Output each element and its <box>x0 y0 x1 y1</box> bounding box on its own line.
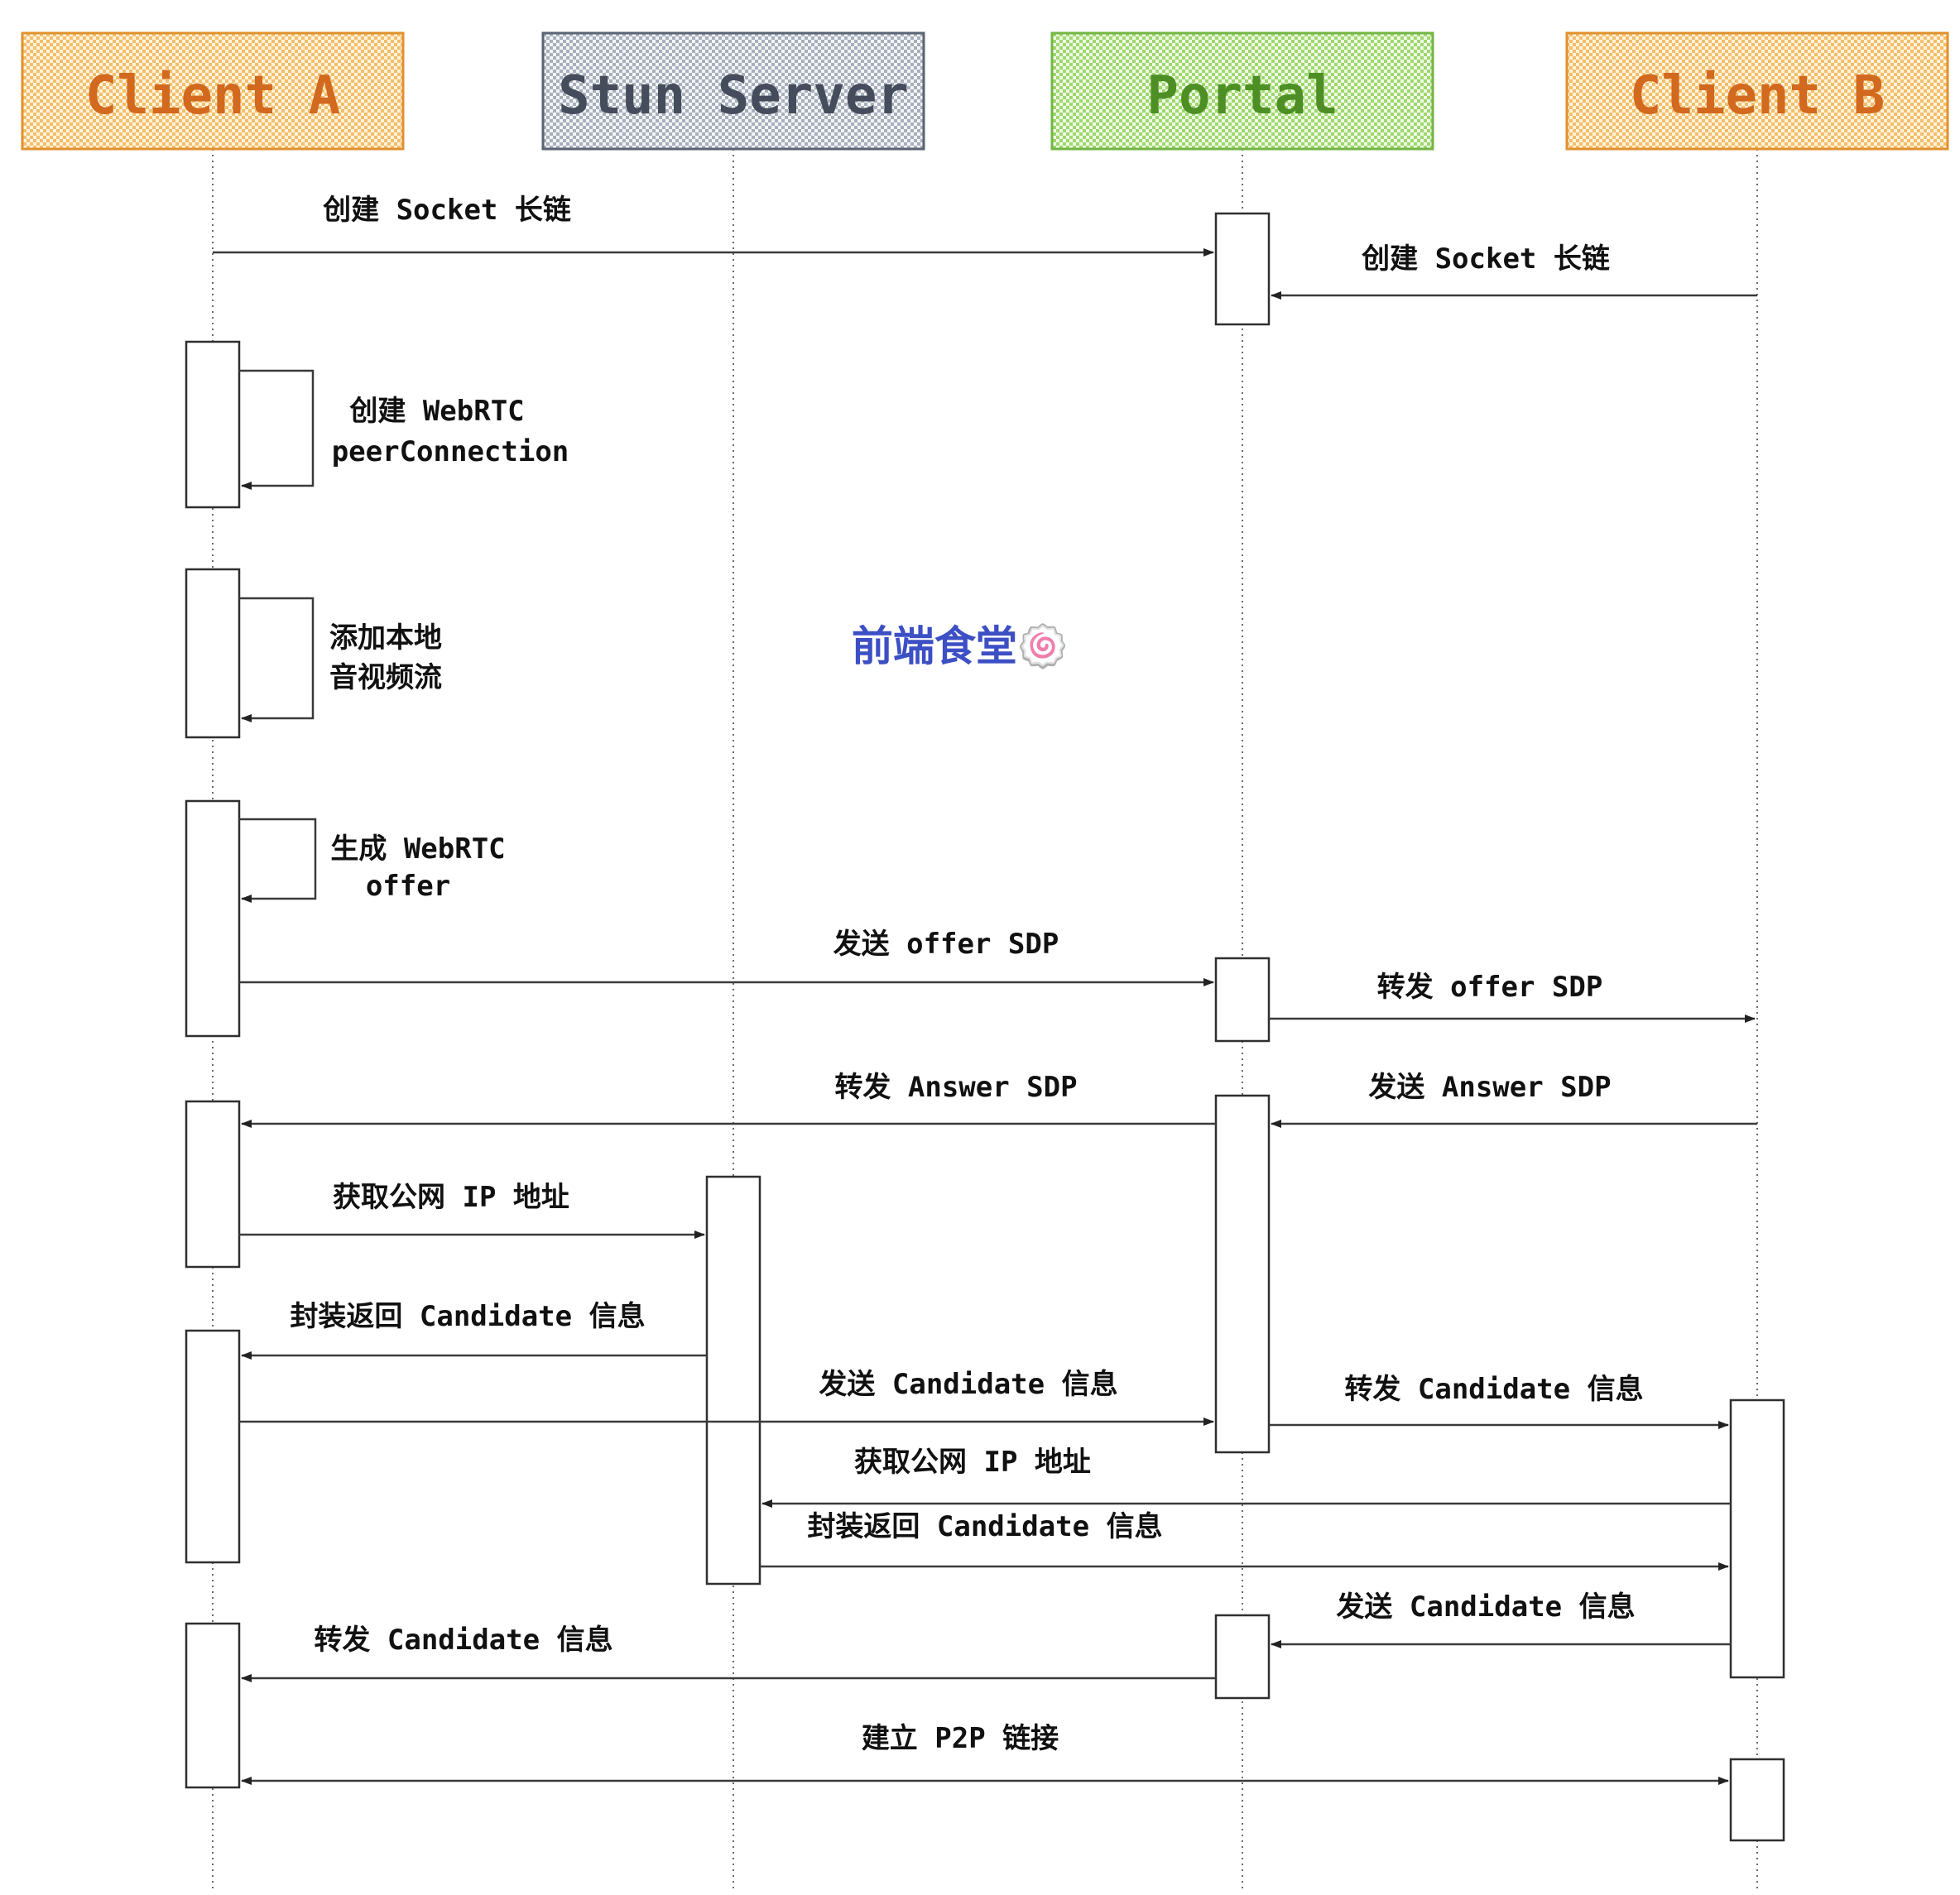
participant-box-client-a <box>21 31 405 151</box>
message-label-5: 转发 Answer SDP <box>834 1071 1077 1104</box>
participant-box-stun-server <box>541 31 925 151</box>
participant-label-client-a: Client A <box>85 65 340 127</box>
message-label-9: 发送 Candidate 信息 <box>819 1368 1117 1401</box>
message-label-13: 发送 Candidate 信息 <box>1336 1590 1635 1624</box>
message-label-7: 获取公网 IP 地址 <box>333 1181 569 1214</box>
self-message-arrow-add-local-stream <box>239 597 315 722</box>
activation-stun-server <box>705 1175 761 1586</box>
self-message-label-1-line2: peerConnection <box>332 435 569 468</box>
self-message-arrow-create-peerconnection <box>239 369 315 490</box>
message-label-15: 建立 P2P 链接 <box>862 1722 1059 1755</box>
self-message-label-3-line1: 生成 WebRTC <box>330 832 505 866</box>
participant-box-portal <box>1050 31 1434 151</box>
activation-client-b-1 <box>1729 1398 1785 1679</box>
activation-client-a-3 <box>185 799 241 1038</box>
self-messages: 创建 WebRTC peerConnection 添加本地 音视频流 生成 We… <box>239 369 569 903</box>
message-label-14: 转发 Candidate 信息 <box>314 1624 612 1657</box>
message-label-10: 转发 Candidate 信息 <box>1344 1373 1643 1406</box>
participants: Client A Stun Server Portal Client B <box>21 31 1949 151</box>
self-message-label-3-line2: offer <box>366 870 450 903</box>
activation-portal-2 <box>1214 957 1271 1043</box>
activation-client-a-4 <box>185 1100 241 1269</box>
activation-portal-4 <box>1214 1614 1271 1700</box>
participant-label-portal: Portal <box>1146 65 1338 127</box>
participant-label-client-b: Client B <box>1630 65 1885 127</box>
messages: 创建 Socket 长链 创建 Socket 长链 发送 offer SDP 转… <box>213 194 1757 1785</box>
message-label-12: 封装返回 Candidate 信息 <box>807 1510 1162 1543</box>
activation-client-a-2 <box>185 568 241 739</box>
message-label-11: 获取公网 IP 地址 <box>854 1446 1091 1479</box>
message-label-3: 发送 offer SDP <box>833 928 1059 961</box>
message-label-2: 创建 Socket 长链 <box>1361 242 1610 276</box>
self-message-label-2-line1: 添加本地 <box>329 621 442 655</box>
message-label-1: 创建 Socket 长链 <box>322 194 571 227</box>
activation-portal-3 <box>1214 1094 1271 1454</box>
watermark: 前端食堂🍥 <box>852 622 1069 670</box>
message-label-8: 封装返回 Candidate 信息 <box>290 1300 645 1333</box>
self-message-arrow-create-offer <box>239 818 317 903</box>
message-label-6: 发送 Answer SDP <box>1368 1071 1611 1104</box>
activation-client-a-1 <box>185 340 241 509</box>
participant-box-client-b <box>1565 31 1949 151</box>
activations <box>185 212 1785 1842</box>
activation-client-a-6 <box>185 1622 241 1789</box>
self-message-label-2-line2: 音视频流 <box>329 661 442 694</box>
message-label-4: 转发 offer SDP <box>1377 971 1603 1004</box>
self-message-label-1-line1: 创建 WebRTC <box>348 395 524 428</box>
activation-portal-1 <box>1214 212 1271 326</box>
activation-client-a-5 <box>185 1329 241 1564</box>
activation-client-b-2 <box>1729 1758 1785 1842</box>
participant-label-stun-server: Stun Server <box>558 65 909 127</box>
